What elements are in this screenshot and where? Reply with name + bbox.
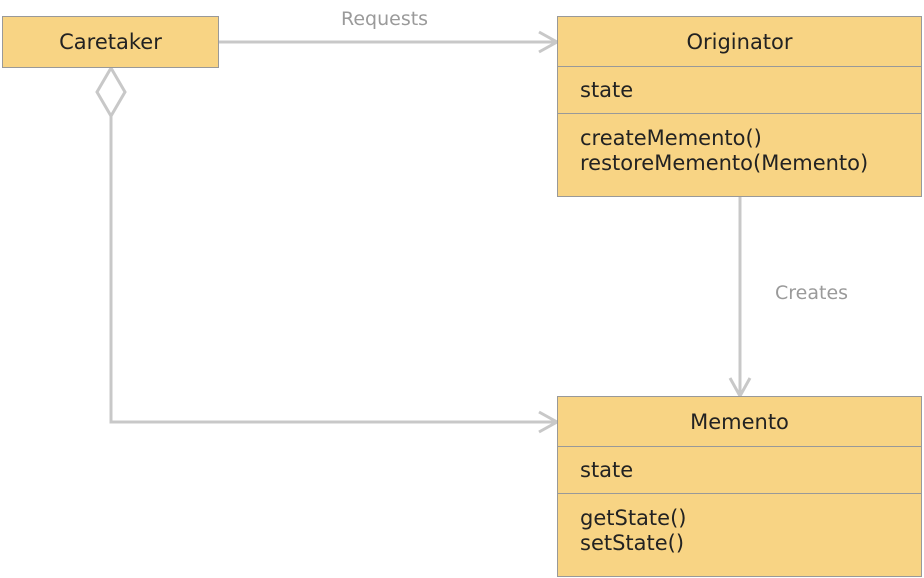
originator-class-name: Originator [686,29,793,54]
memento-attribute-state: state [580,458,634,482]
aggregation-connector-line [109,116,557,424]
caretaker-class-box: Caretaker [2,16,219,68]
aggregation-diamond-icon [95,65,127,119]
originator-attribute-state: state [580,78,634,102]
memento-class-name: Memento [690,409,789,434]
originator-operation-create-memento: createMemento() [580,126,762,150]
originator-class-box: Originator state createMemento() restore… [557,16,922,197]
memento-operation-set-state: setState() [580,531,685,555]
memento-operations: getState() setState() [558,493,921,575]
requests-label: Requests [341,8,429,30]
originator-operation-restore-memento: restoreMemento(Memento) [580,151,869,175]
memento-attributes: state [558,446,921,493]
memento-class-box: Memento state getState() setState() [557,396,922,577]
originator-attributes: state [558,66,921,113]
memento-operation-get-state: getState() [580,506,687,530]
creates-label: Creates [775,282,849,304]
originator-operations: createMemento() restoreMemento(Memento) [558,113,921,195]
caretaker-class-name: Caretaker [59,29,162,54]
